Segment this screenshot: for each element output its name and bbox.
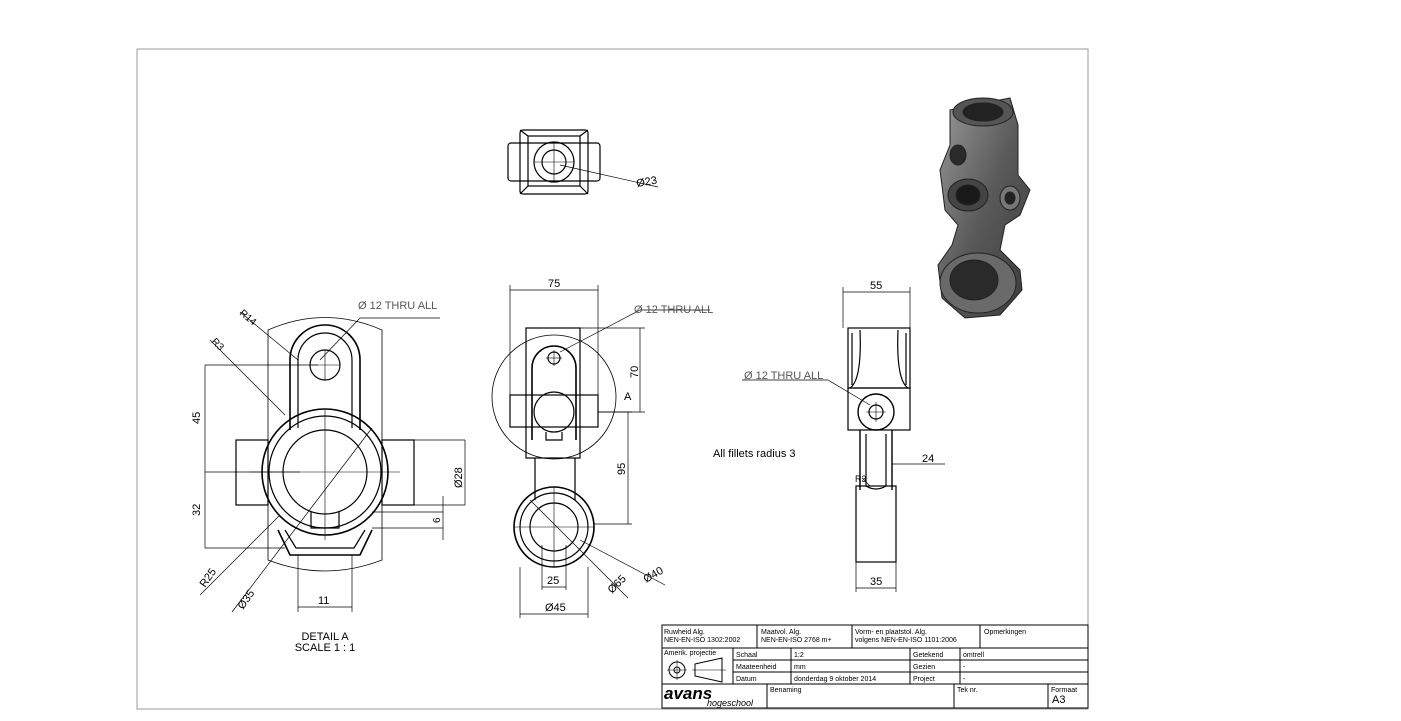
- front-dim-d65: Ø65: [606, 573, 629, 596]
- avans-logo: avans: [664, 684, 712, 703]
- getekend-value: omtrell: [963, 652, 984, 659]
- detail-dim-6: 6: [432, 517, 443, 523]
- detail-dim-r14: R14: [237, 308, 258, 329]
- side-dim-24: 24: [922, 453, 934, 465]
- detail-title: DETAIL A: [301, 631, 349, 643]
- detail-dim-d28: Ø28: [453, 467, 465, 488]
- isometric-view: [937, 97, 1031, 319]
- detail-dim-d35: Ø35: [236, 588, 258, 612]
- detail-dim-r25: R25: [198, 566, 219, 589]
- maateenheid-value: mm: [794, 664, 806, 671]
- maateenheid-label: Maateenheid: [736, 664, 777, 671]
- side-hole-callout: Ø 12 THRU ALL: [744, 370, 823, 382]
- vorm-label: Vorm- en plaatstol. Alg.: [855, 629, 927, 636]
- fillet-note: All fillets radius 3: [713, 448, 796, 460]
- vorm-norm: volgens NEN-EN-ISO 1101:2006: [855, 637, 957, 644]
- project-label: Project: [913, 676, 935, 683]
- datum-label: Datum: [736, 676, 757, 683]
- front-dim-25: 25: [547, 575, 559, 587]
- benaming-label: Benaming: [770, 687, 802, 694]
- sheet-border: [136, 48, 1089, 710]
- avans-logo-sub: hogeschool: [707, 698, 754, 708]
- side-dim-35: 35: [870, 576, 882, 588]
- side-dim-r3: R3: [855, 474, 867, 484]
- front-dim-95: 95: [616, 463, 628, 475]
- detail-scale: SCALE 1 : 1: [295, 642, 356, 654]
- formaat-label: Formaat: [1051, 687, 1077, 694]
- opmerkingen-label: Opmerkingen: [984, 629, 1026, 636]
- ruwheid-label: Ruwheid Alg.: [664, 629, 705, 636]
- detail-dim-45: 45: [191, 412, 203, 424]
- detail-hole-callout: Ø 12 THRU ALL: [358, 300, 437, 312]
- getekend-label: Getekend: [913, 652, 943, 659]
- front-hole-callout: Ø 12 THRU ALL: [634, 304, 713, 316]
- project-value: -: [963, 676, 966, 683]
- schaal-label: Schaal: [736, 652, 758, 659]
- front-dim-70: 70: [629, 366, 641, 378]
- maatvol-label: Maatvol. Alg.: [761, 629, 801, 636]
- top-dim-diameter: Ø23: [635, 175, 658, 190]
- side-dim-55: 55: [870, 280, 882, 292]
- front-dim-d40: Ø40: [642, 565, 666, 586]
- detail-dim-11: 11: [318, 595, 329, 607]
- side-view: [742, 287, 945, 592]
- detail-dim-r3: R3: [209, 336, 226, 353]
- title-block-text: Ruwheid Alg. NEN-EN-ISO 1302:2002 Maatvo…: [664, 629, 1077, 694]
- detail-dim-32: 32: [191, 504, 203, 516]
- gezien-label: Gezien: [913, 664, 935, 671]
- gezien-value: -: [963, 664, 966, 671]
- teknr-label: Tek nr.: [957, 687, 978, 694]
- maatvol-norm: NEN-EN-ISO 2768 m+: [761, 637, 832, 644]
- top-view: [507, 129, 659, 195]
- front-dim-75: 75: [548, 278, 560, 290]
- front-view: [491, 285, 710, 618]
- detail-view: [199, 311, 466, 613]
- ruwheid-norm: NEN-EN-ISO 1302:2002: [664, 637, 740, 644]
- schaal-value: 1:2: [794, 652, 804, 659]
- projectie-label: Amerik. projectie: [664, 650, 716, 657]
- front-dim-d45: Ø45: [545, 602, 566, 614]
- front-detail-label: A: [624, 391, 632, 403]
- title-block: [661, 624, 1089, 709]
- formaat-value: A3: [1052, 694, 1065, 706]
- datum-value: donderdag 9 oktober 2014: [794, 676, 876, 683]
